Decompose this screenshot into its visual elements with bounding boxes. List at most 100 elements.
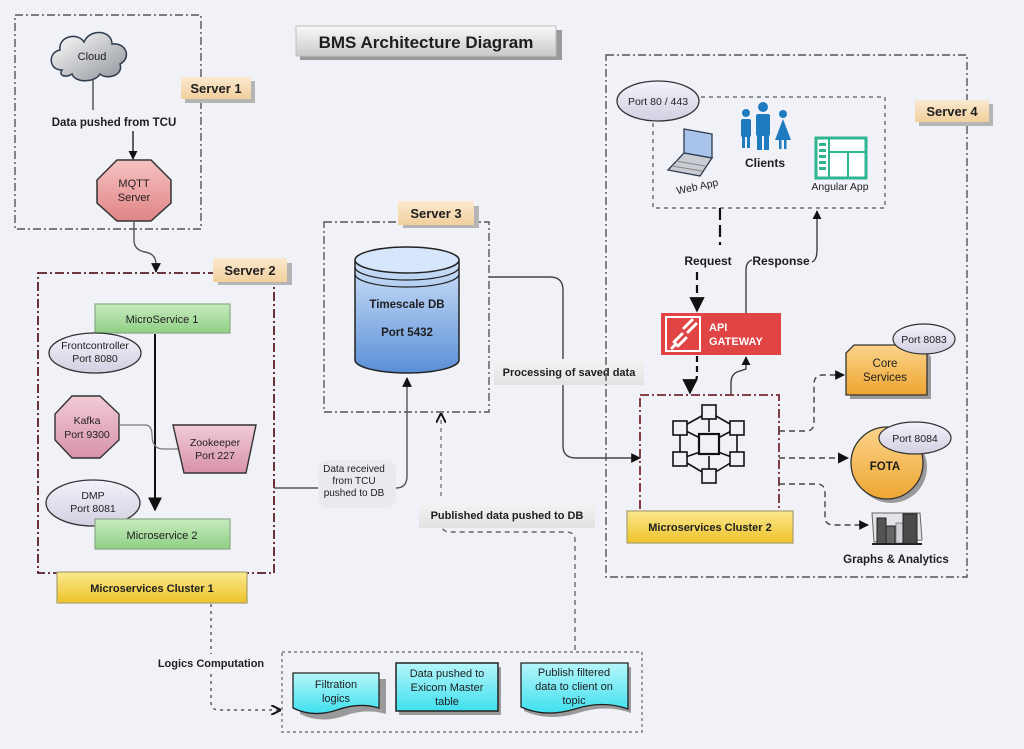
- svg-text:topic: topic: [562, 695, 586, 707]
- dmp-node: DMP Port 8081: [45, 479, 141, 527]
- svg-text:Graphs & Analytics: Graphs & Analytics: [843, 554, 949, 566]
- cluster2-to-core-arrow: [779, 370, 845, 432]
- svg-text:Cloud: Cloud: [78, 51, 107, 63]
- edge-label-logics: Logics Computation: [148, 654, 272, 672]
- svg-text:Server 3: Server 3: [410, 206, 461, 221]
- response-edge-lower: [745, 259, 753, 313]
- svg-text:Server 4: Server 4: [926, 104, 978, 119]
- server1-boundary: [14, 14, 202, 230]
- svg-text:Data pushed to: Data pushed to: [410, 668, 485, 680]
- exicom-master-node: Data pushed to Exicom Master table: [395, 662, 501, 715]
- users-icon: [741, 102, 791, 150]
- bar-chart-icon: [871, 512, 923, 545]
- svg-text:Kafka: Kafka: [74, 415, 101, 427]
- svg-text:Port 9300: Port 9300: [64, 429, 110, 441]
- svg-text:MicroService 1: MicroService 1: [126, 314, 199, 326]
- svg-text:Angular App: Angular App: [811, 181, 868, 193]
- svg-text:Data received: Data received: [323, 464, 385, 475]
- mqtt-server-node: MQTT Server: [96, 159, 172, 222]
- edge-label-response: Response: [752, 254, 810, 268]
- svg-text:Exicom Master: Exicom Master: [411, 682, 484, 694]
- port-80-443-badge: Port 80 / 443: [616, 80, 700, 122]
- svg-text:Port 5432: Port 5432: [381, 327, 433, 339]
- api-gateway-node: API GATEWAY: [661, 313, 781, 355]
- svg-text:Clients: Clients: [745, 156, 785, 170]
- server2-label: Server 2: [213, 258, 292, 285]
- laptop-icon: [666, 128, 714, 177]
- svg-text:Publish filtered: Publish filtered: [538, 667, 610, 679]
- edge-label-data-pushed: Data pushed from TCU: [52, 117, 177, 129]
- web-app-node: Web App: [666, 128, 720, 198]
- microservices-network-icon: [672, 404, 745, 484]
- microservice-2-node: Microservice 2: [94, 518, 231, 550]
- cluster1-to-logics-arrow: [210, 604, 280, 710]
- gateway-to-cluster2-arrow: [682, 356, 699, 395]
- logics-group-boundary: [281, 651, 643, 733]
- microservices-cluster-1-label: Microservices Cluster 1: [56, 571, 248, 604]
- svg-text:DMP: DMP: [81, 490, 104, 502]
- database-icon: [354, 260, 460, 374]
- edge-label-data-received: Data received from TCU pushed to DB: [318, 460, 396, 508]
- microservice-1-node: MicroService 1: [94, 303, 231, 334]
- svg-text:Port 80 / 443: Port 80 / 443: [628, 96, 688, 108]
- svg-text:Server: Server: [118, 192, 151, 204]
- clients-group-boundary: [652, 96, 886, 209]
- fota-port-badge: Port 8084: [878, 421, 952, 455]
- svg-text:Processing of saved data: Processing of saved data: [503, 367, 637, 379]
- svg-text:pushed to DB: pushed to DB: [324, 488, 385, 499]
- response-to-clients-arrow: [811, 210, 822, 263]
- server2-to-db-arrow: [395, 377, 412, 489]
- cloud-icon: [50, 31, 128, 82]
- diagram-title: BMS Architecture Diagram: [295, 25, 562, 60]
- svg-text:Port 8083: Port 8083: [901, 334, 947, 346]
- svg-text:data to client on: data to client on: [535, 681, 613, 693]
- svg-text:Server 2: Server 2: [224, 263, 275, 278]
- mqtt-to-server2-arrow: [133, 222, 161, 273]
- svg-text:Microservice 2: Microservice 2: [127, 530, 198, 542]
- svg-text:Zookeeper: Zookeeper: [190, 437, 241, 449]
- timescale-db-node: Timescale DB Port 5432: [354, 246, 460, 374]
- zookeeper-node: Zookeeper Port 227: [172, 424, 257, 474]
- svg-text:Web App: Web App: [675, 177, 719, 198]
- svg-text:Port 227: Port 227: [195, 450, 235, 462]
- angular-app-icon: [814, 136, 868, 180]
- edge-label-request: Request: [684, 254, 731, 268]
- svg-text:table: table: [435, 696, 459, 708]
- edge-label-published-data: Published data pushed to DB: [419, 502, 595, 528]
- svg-text:MQTT: MQTT: [118, 178, 149, 190]
- cloud-node: Cloud: [50, 31, 128, 82]
- cluster2-to-graphs-arrow: [779, 483, 869, 530]
- kafka-node: Kafka Port 9300: [54, 395, 120, 459]
- svg-text:Server 1: Server 1: [190, 81, 241, 96]
- svg-text:Timescale DB: Timescale DB: [369, 299, 444, 311]
- svg-text:Microservices Cluster 1: Microservices Cluster 1: [90, 583, 214, 595]
- svg-text:Frontcontroller: Frontcontroller: [61, 340, 129, 352]
- svg-text:API: API: [709, 322, 727, 334]
- graphs-analytics-node: Graphs & Analytics: [843, 512, 949, 566]
- clients-node: Clients: [741, 102, 791, 170]
- svg-text:Core: Core: [873, 358, 898, 370]
- server4-label: Server 4: [915, 100, 993, 126]
- title-text: BMS Architecture Diagram: [319, 33, 534, 52]
- angular-app-node: Angular App: [811, 136, 869, 193]
- core-services-node: Core Services: [845, 344, 931, 399]
- cluster2-to-gateway-arrow: [730, 356, 751, 395]
- microservices-cluster-2-label: Microservices Cluster 2: [626, 510, 794, 544]
- svg-text:Logics Computation: Logics Computation: [158, 658, 265, 670]
- plug-icon: [665, 316, 701, 352]
- svg-text:Services: Services: [863, 372, 907, 384]
- filtration-logics-node: Filtration logics: [292, 672, 386, 720]
- svg-text:from TCU: from TCU: [332, 476, 375, 487]
- core-port-badge: Port 8083: [892, 323, 956, 355]
- publish-filtered-node: Publish filtered data to client on topic: [520, 662, 631, 718]
- server4-boundary: [605, 54, 968, 578]
- svg-text:FOTA: FOTA: [870, 461, 900, 473]
- server3-label: Server 3: [398, 201, 479, 228]
- svg-text:Port 8081: Port 8081: [70, 503, 116, 515]
- edge-label-processing: Processing of saved data: [494, 359, 644, 385]
- svg-text:Published data pushed to DB: Published data pushed to DB: [431, 510, 584, 522]
- svg-text:GATEWAY: GATEWAY: [709, 336, 763, 348]
- server1-label: Server 1: [181, 77, 255, 103]
- published-edge-lower: [440, 521, 576, 650]
